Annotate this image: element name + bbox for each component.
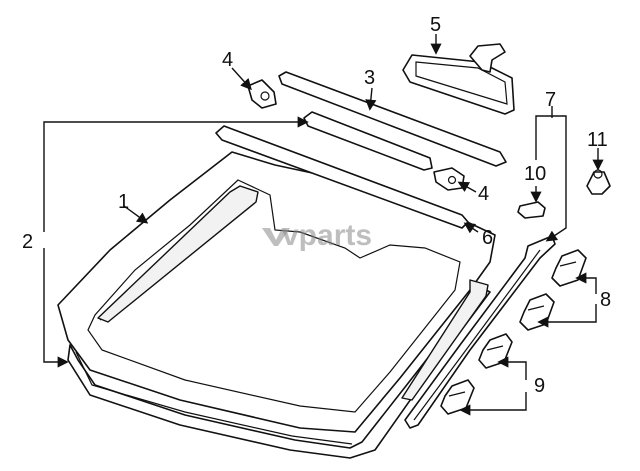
retainer-clip-9a xyxy=(478,333,513,369)
callout-4-lower: 4 xyxy=(478,183,489,205)
watermark-logo: vparts xyxy=(262,219,372,252)
callout-6: 6 xyxy=(482,227,493,249)
retainer-clip-8a xyxy=(551,249,587,287)
clip-lower xyxy=(433,167,465,191)
callout-5: 5 xyxy=(430,14,441,36)
watermark-text: vparts xyxy=(282,219,372,252)
callout-7: 7 xyxy=(545,89,556,111)
upper-molding-strip xyxy=(278,71,507,167)
callout-2: 2 xyxy=(22,231,33,253)
callout-8: 8 xyxy=(600,289,611,311)
callout-3: 3 xyxy=(364,67,375,89)
callout-9: 9 xyxy=(534,375,545,397)
windshield-glass xyxy=(57,151,496,433)
lower-molding-strip xyxy=(215,125,469,229)
rearview-mirror xyxy=(402,43,515,115)
callout-1: 1 xyxy=(118,191,129,213)
clip-upper xyxy=(247,79,277,109)
callout-4-upper: 4 xyxy=(222,49,233,71)
leader-lines xyxy=(43,34,604,416)
callout-10: 10 xyxy=(524,163,546,185)
spacer-block xyxy=(517,201,546,219)
retainer-clip-8b xyxy=(519,293,555,331)
retainer-nut xyxy=(586,169,611,195)
callout-11: 11 xyxy=(587,129,608,151)
